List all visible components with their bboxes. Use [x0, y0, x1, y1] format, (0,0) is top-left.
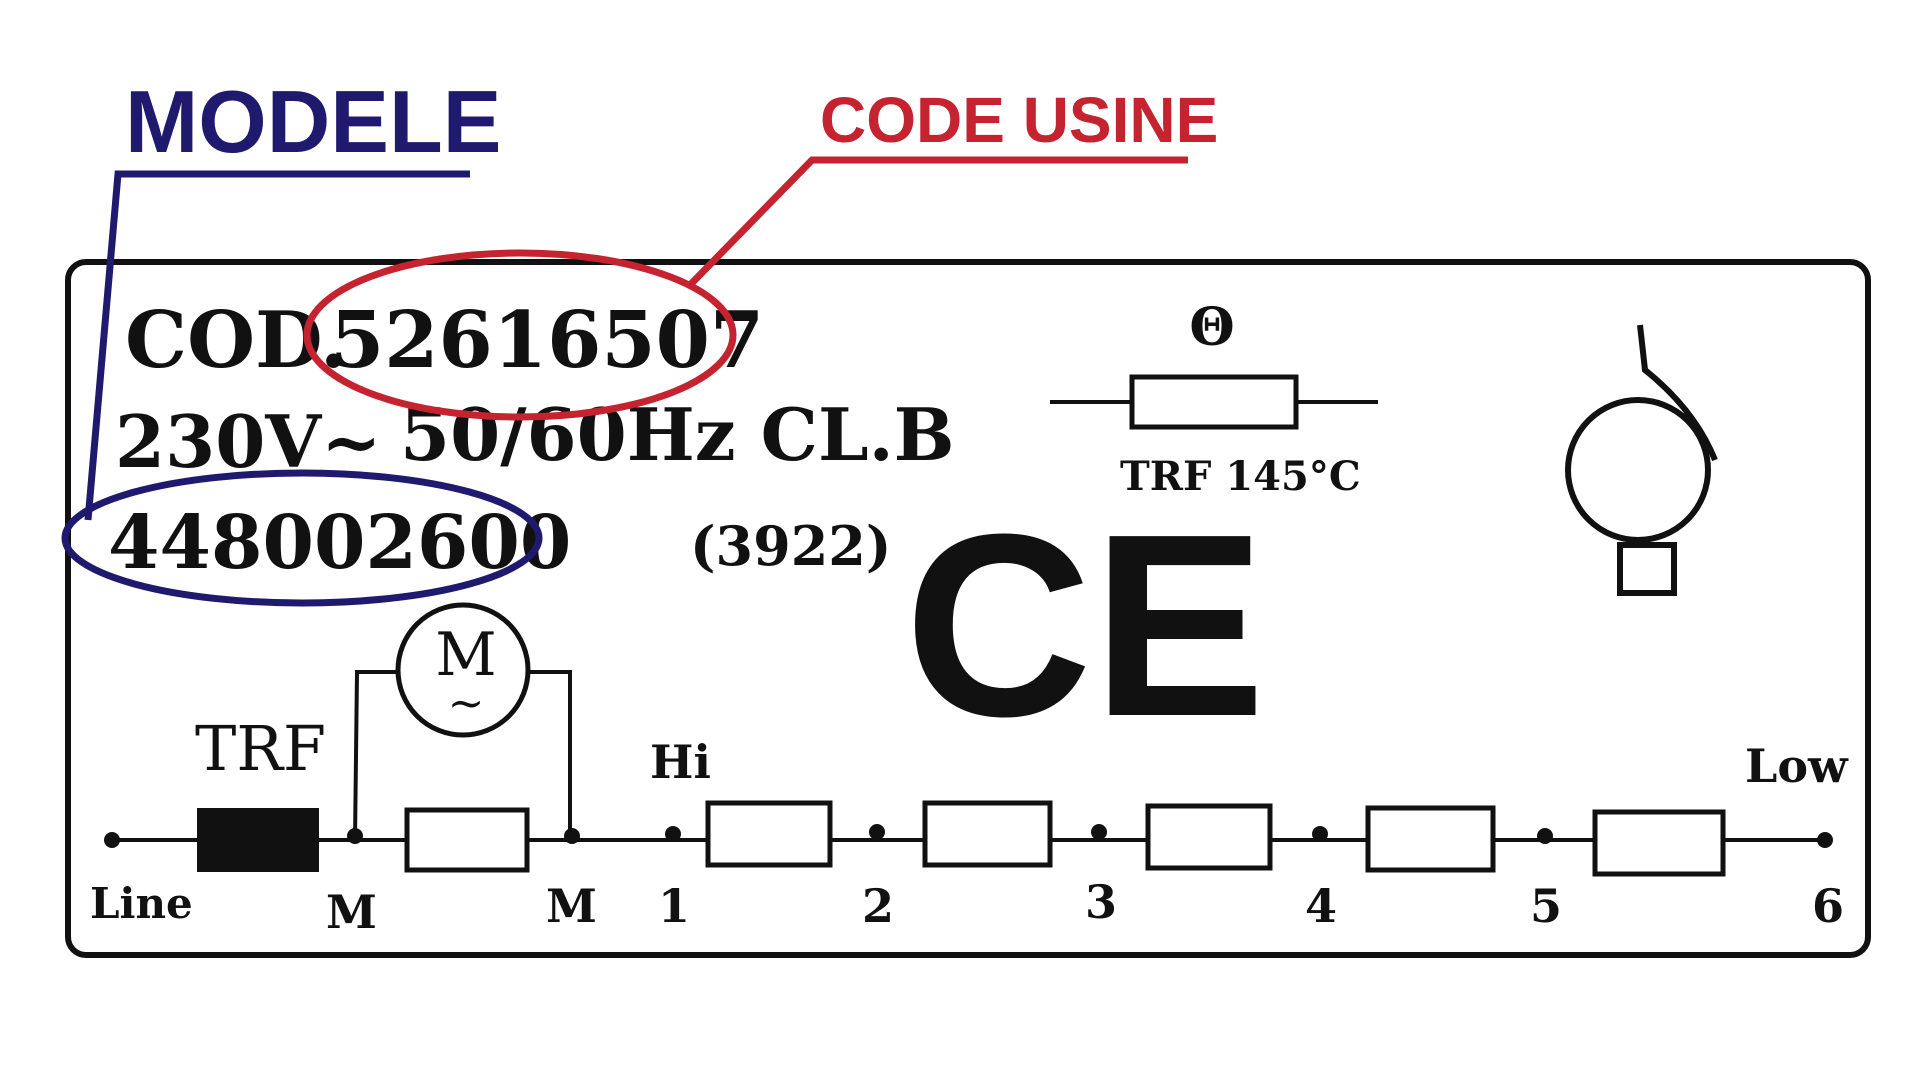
- resistor-m: [404, 807, 530, 873]
- terminal-5: 5: [1530, 879, 1562, 933]
- terminal-1: 1: [658, 879, 690, 933]
- terminal-3: 3: [1085, 875, 1117, 929]
- hi-label: Hi: [650, 735, 711, 789]
- motor-letter: M: [435, 620, 496, 690]
- node-4: [1312, 826, 1328, 842]
- resistor-2-3: [922, 800, 1053, 868]
- node-m2: [564, 828, 580, 844]
- fuse-label: TRF 145°C: [1120, 453, 1361, 500]
- model-number: 448002600: [108, 500, 571, 586]
- thermal-fuse-symbol: Θ: [1050, 297, 1378, 430]
- node-m1: [347, 828, 363, 844]
- trf-label: TRF: [195, 712, 326, 785]
- node-5: [1537, 828, 1553, 844]
- terminal-6: 6: [1812, 879, 1844, 933]
- modele-leader-line: [84, 170, 122, 521]
- node-1: [665, 826, 681, 842]
- node-6: [1817, 832, 1833, 848]
- trf-block: [197, 808, 319, 872]
- voltage-text: 230V~: [115, 399, 381, 484]
- motor-icon: [395, 602, 531, 738]
- node-3: [1091, 824, 1107, 840]
- wiring-schematic: TRF M ~ Hi Low Line M M 1 2 3 4 5: [90, 602, 1849, 939]
- modele-label: MODELE: [125, 72, 501, 171]
- resistor-3-4: [1145, 803, 1273, 871]
- code-usine-leader-line: [687, 156, 816, 288]
- component-icon: [1565, 324, 1718, 596]
- terminal-4: 4: [1305, 879, 1337, 933]
- node-2: [869, 824, 885, 840]
- code-paren: (3922): [690, 514, 891, 578]
- resistor-1-2: [705, 800, 833, 868]
- motor-tilde: ~: [448, 678, 485, 729]
- code-usine-label: CODE USINE: [820, 84, 1218, 156]
- terminal-m1: M: [326, 885, 377, 939]
- terminal-m2: M: [546, 879, 597, 933]
- theta-icon: Θ: [1189, 297, 1234, 358]
- nameplate-border: [65, 259, 1871, 958]
- frequency-text: 50/60Hz CL.B: [400, 392, 955, 477]
- modele-highlight: [61, 469, 543, 607]
- terminal-line: Line: [90, 879, 193, 928]
- resistor-4-5: [1365, 805, 1496, 873]
- cod-number: 52616507: [330, 295, 764, 386]
- code-usine-highlight: [303, 249, 737, 421]
- ce-mark-icon: CE: [904, 481, 1265, 771]
- low-label: Low: [1745, 739, 1849, 793]
- resistor-5-6: [1592, 809, 1726, 877]
- terminal-2: 2: [862, 879, 894, 933]
- node-line: [104, 832, 120, 848]
